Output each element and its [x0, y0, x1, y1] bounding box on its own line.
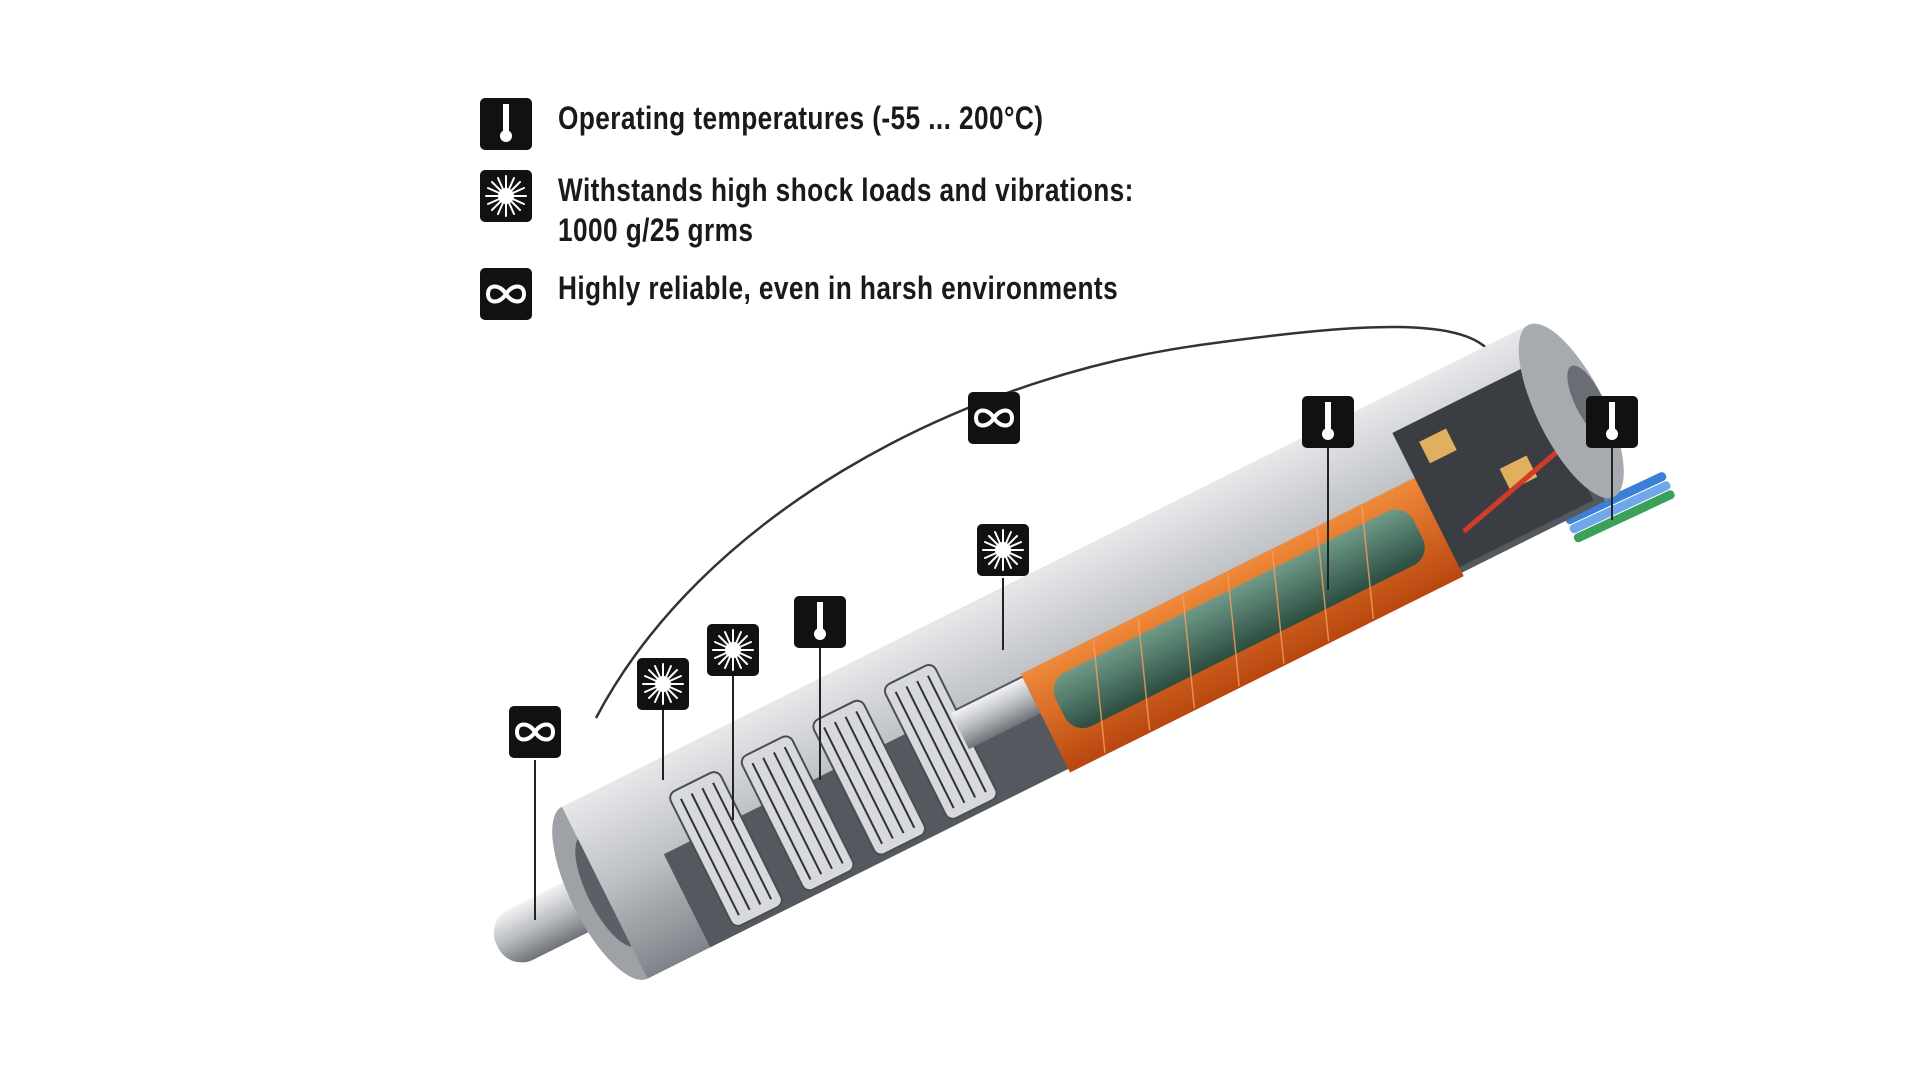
marker-shock-gear-stage — [707, 624, 759, 676]
cables — [1565, 472, 1675, 543]
rear-cap — [1518, 323, 1624, 499]
legend-text-temperature: Operating temperatures (-55 ... 200°C) — [558, 98, 1043, 138]
legend-item-temperature: Operating temperatures (-55 ... 200°C) — [480, 98, 1300, 150]
infinity-icon — [480, 268, 532, 320]
shock-burst-icon — [707, 624, 759, 676]
thermometer-icon — [1586, 396, 1638, 448]
legend-text-shock: Withstands high shock loads and vibratio… — [558, 170, 1134, 250]
marker-shock-housing — [977, 524, 1029, 576]
legend-line: Operating temperatures (-55 ... 200°C) — [558, 100, 1044, 136]
infinity-icon — [509, 706, 561, 758]
marker-infinity-assembly — [968, 392, 1020, 444]
thermometer-icon — [794, 596, 846, 648]
marker-thermo-winding — [1302, 396, 1354, 448]
marker-infinity-shaft — [509, 706, 561, 758]
shock-burst-icon — [637, 658, 689, 710]
leader-lines — [534, 446, 1613, 920]
motor-body — [493, 323, 1624, 980]
marker-thermo-cable — [1586, 396, 1638, 448]
planetary-gear-stages — [669, 664, 998, 927]
rotor — [1053, 509, 1425, 729]
legend-item-shock: Withstands high shock loads and vibratio… — [480, 170, 1300, 250]
marker-thermo-gears — [794, 596, 846, 648]
thermometer-icon — [480, 98, 532, 150]
shock-burst-icon — [480, 170, 532, 222]
assembly-bracket-arc — [594, 325, 1500, 719]
feature-legend: Operating temperatures (-55 ... 200°C) W… — [480, 98, 1300, 340]
shock-burst-icon — [977, 524, 1029, 576]
thermometer-icon — [1302, 396, 1354, 448]
legend-line: Highly reliable, even in harsh environme… — [558, 270, 1119, 306]
marker-shock-front-bearing — [637, 658, 689, 710]
infinity-icon — [968, 392, 1020, 444]
legend-item-reliability: Highly reliable, even in harsh environme… — [480, 268, 1300, 320]
legend-line: Withstands high shock loads and vibratio… — [558, 172, 1134, 208]
legend-text-reliability: Highly reliable, even in harsh environme… — [558, 268, 1118, 308]
legend-line: 1000 g/25 grms — [558, 212, 754, 248]
